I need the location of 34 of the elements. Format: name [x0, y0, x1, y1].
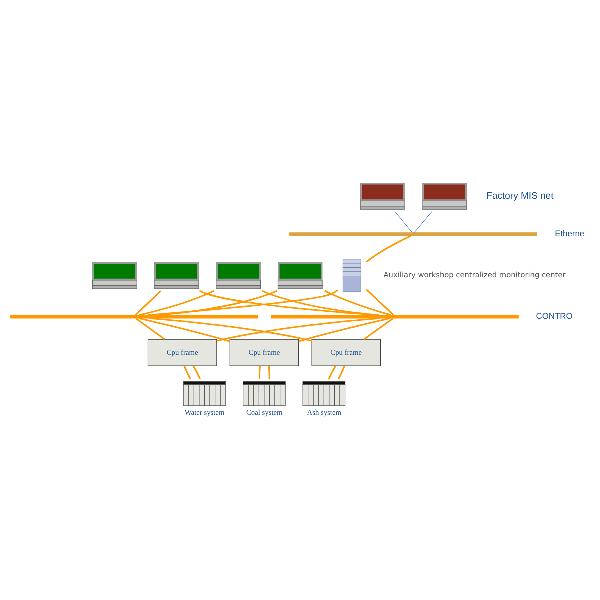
connector	[364, 318, 394, 340]
connector	[138, 318, 230, 342]
connector	[148, 290, 338, 316]
node-label: Water system	[184, 408, 225, 418]
node-bar	[290, 232, 538, 236]
connector	[414, 212, 432, 234]
connector	[192, 366, 202, 380]
connector	[366, 235, 412, 263]
connector	[324, 290, 392, 316]
node-box: Cpu frame	[312, 339, 381, 366]
node-label: Ash system	[307, 408, 342, 418]
connector	[258, 366, 261, 380]
node-bar	[10, 315, 258, 319]
connector	[136, 318, 166, 340]
connector	[298, 318, 390, 342]
label: CONTRO	[536, 310, 573, 321]
label: Etherne	[555, 228, 585, 238]
connector	[366, 289, 394, 316]
connector	[262, 290, 379, 316]
connector	[216, 318, 380, 342]
connector	[394, 212, 413, 234]
node-bar	[271, 315, 519, 319]
connector	[184, 366, 192, 380]
connector	[200, 290, 379, 316]
label: Factory MIS net	[486, 190, 554, 202]
connector	[338, 366, 346, 380]
connector	[135, 290, 162, 316]
node-box: Cpu frame	[148, 339, 218, 366]
connector	[328, 366, 336, 380]
connector	[268, 366, 270, 380]
node-label: Coal system	[246, 408, 283, 418]
connector	[149, 318, 312, 342]
node-box: Cpu frame	[230, 339, 300, 366]
connector	[139, 290, 215, 316]
